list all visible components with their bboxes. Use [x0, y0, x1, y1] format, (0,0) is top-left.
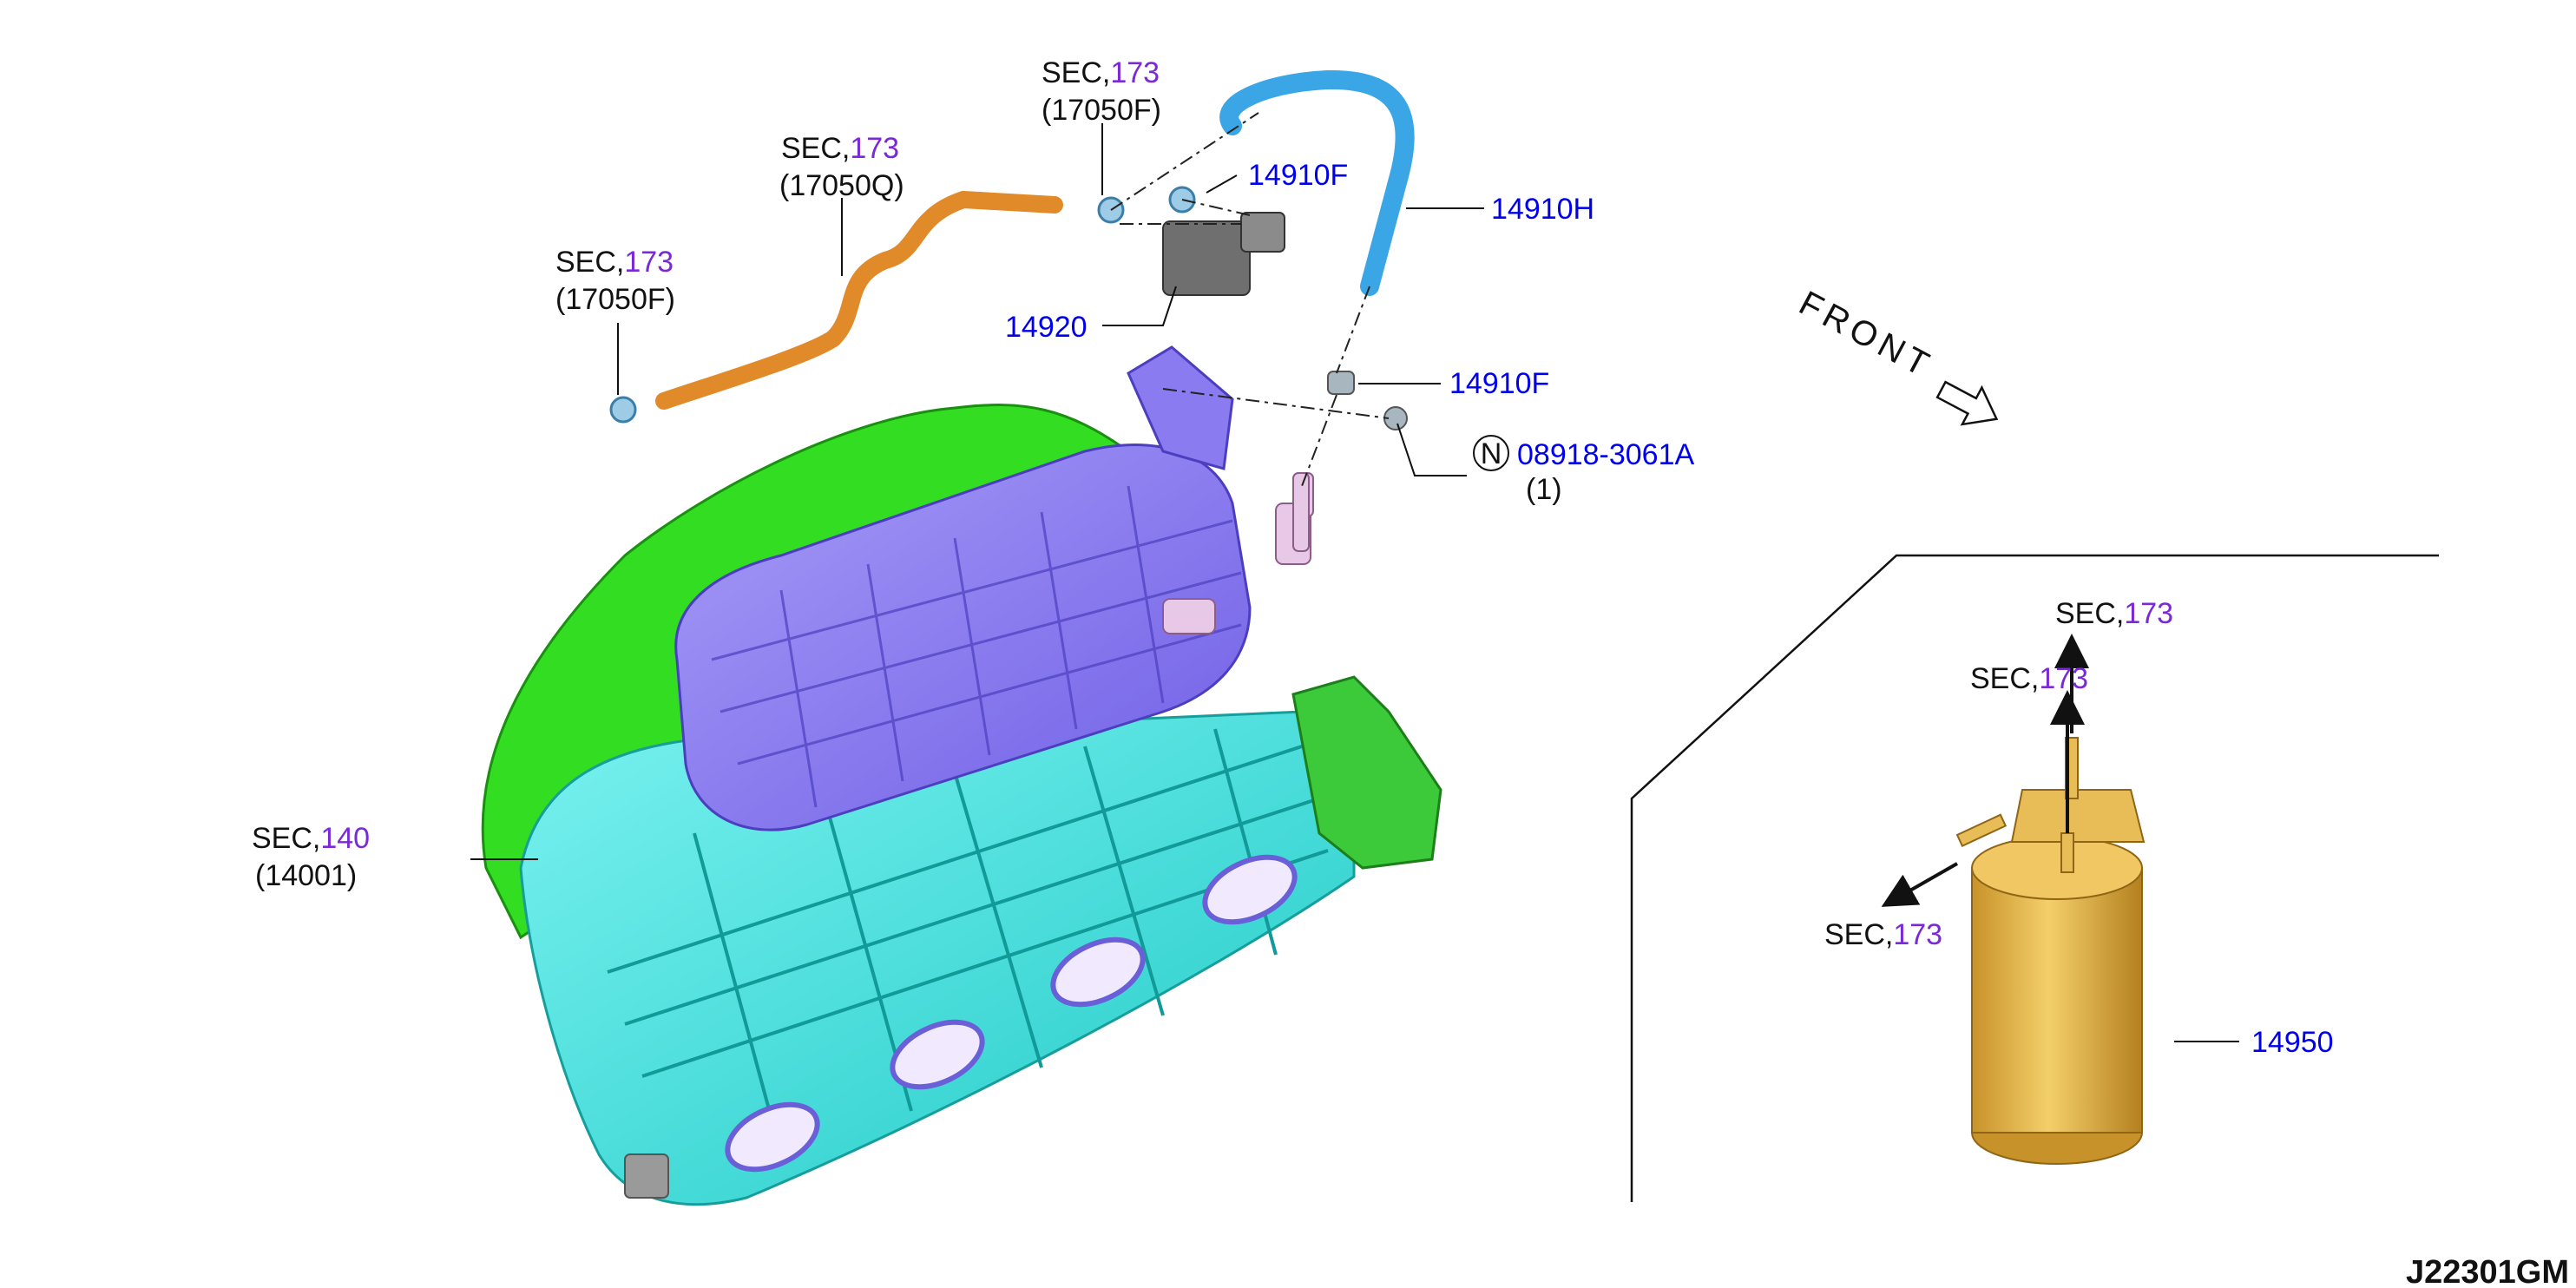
label-sec173-b: SEC,173	[781, 132, 899, 165]
n-mark-letter: N	[1481, 437, 1502, 470]
plenum-grid	[711, 485, 1242, 808]
canister-arrows	[1881, 634, 2089, 907]
sec-word: SEC,	[555, 246, 624, 279]
front-indicator: FRONT	[1793, 284, 1999, 426]
plenum-bracket	[1127, 345, 1234, 470]
label-sec173-c: SEC,173	[1042, 56, 1160, 89]
part-link-14910H[interactable]: 14910H	[1491, 193, 1594, 226]
part-link-14950[interactable]: 14950	[2251, 1026, 2334, 1059]
sec-173-link[interactable]: 173	[1893, 918, 1942, 951]
label-17050F-b: (17050F)	[1042, 94, 1161, 127]
label-sec173-a: SEC,173	[555, 246, 674, 279]
label-sec140: SEC,140	[252, 822, 370, 855]
part-link-08918-3061A[interactable]: 08918-3061A	[1517, 438, 1695, 471]
sec-word: SEC,	[781, 132, 850, 165]
runner-ribs	[607, 728, 1329, 1155]
front-arrow-icon	[1935, 380, 1999, 426]
clamp-17050F-left	[609, 396, 637, 424]
sec-word: SEC,	[1042, 56, 1110, 89]
evap-canister-illustration	[1955, 737, 2146, 1165]
sec-word: SEC,	[2055, 597, 2124, 630]
sec-173-link[interactable]: 173	[2124, 597, 2173, 630]
label-14001: (14001)	[255, 859, 357, 892]
sec-173-link[interactable]: 173	[624, 246, 674, 279]
hose-17050Q	[655, 190, 1063, 410]
label-qty-1: (1)	[1526, 473, 1562, 506]
leader-lines	[470, 123, 2239, 1042]
sec-140-link[interactable]: 140	[320, 822, 370, 855]
sec-173-link[interactable]: 173	[850, 132, 899, 165]
sec-word: SEC,	[252, 822, 320, 855]
label-17050F-a: (17050F)	[555, 283, 675, 316]
sec-173-link[interactable]: 173	[2039, 662, 2088, 695]
part-link-14910F-lower[interactable]: 14910F	[1449, 367, 1549, 400]
intake-manifold-illustration	[481, 345, 1442, 1206]
part-link-14920[interactable]: 14920	[1005, 311, 1088, 344]
diagram-id: J22301GM	[2406, 1254, 2569, 1288]
label-sec173-inset-left: SEC,173	[1824, 918, 1942, 951]
throttle-body	[1291, 675, 1442, 870]
plenum-cover	[674, 444, 1252, 831]
label-sec173-inset-top: SEC,173	[2055, 597, 2173, 630]
assembly-lines	[1110, 112, 1390, 487]
part-link-14910F-top[interactable]: 14910F	[1248, 159, 1348, 192]
label-sec173-inset-mid: SEC,173	[1970, 662, 2088, 695]
clamp-14910F-lower	[1327, 371, 1355, 395]
inset-border	[1630, 554, 2439, 1202]
label-17050Q: (17050Q)	[779, 169, 904, 202]
sec-173-link[interactable]: 173	[1110, 56, 1160, 89]
intake-ports	[725, 854, 1298, 1173]
hose-14910H	[1219, 69, 1415, 296]
front-sensor	[624, 1153, 669, 1199]
sec-word: SEC,	[1824, 918, 1893, 951]
purge-valve-14920	[1162, 220, 1251, 296]
sec-word: SEC,	[1970, 662, 2039, 695]
n-mark: N	[1473, 435, 1509, 471]
front-label: FRONT	[1793, 284, 1940, 386]
pink-pipe	[1292, 472, 1310, 552]
purge-valve-connector	[1240, 212, 1285, 253]
